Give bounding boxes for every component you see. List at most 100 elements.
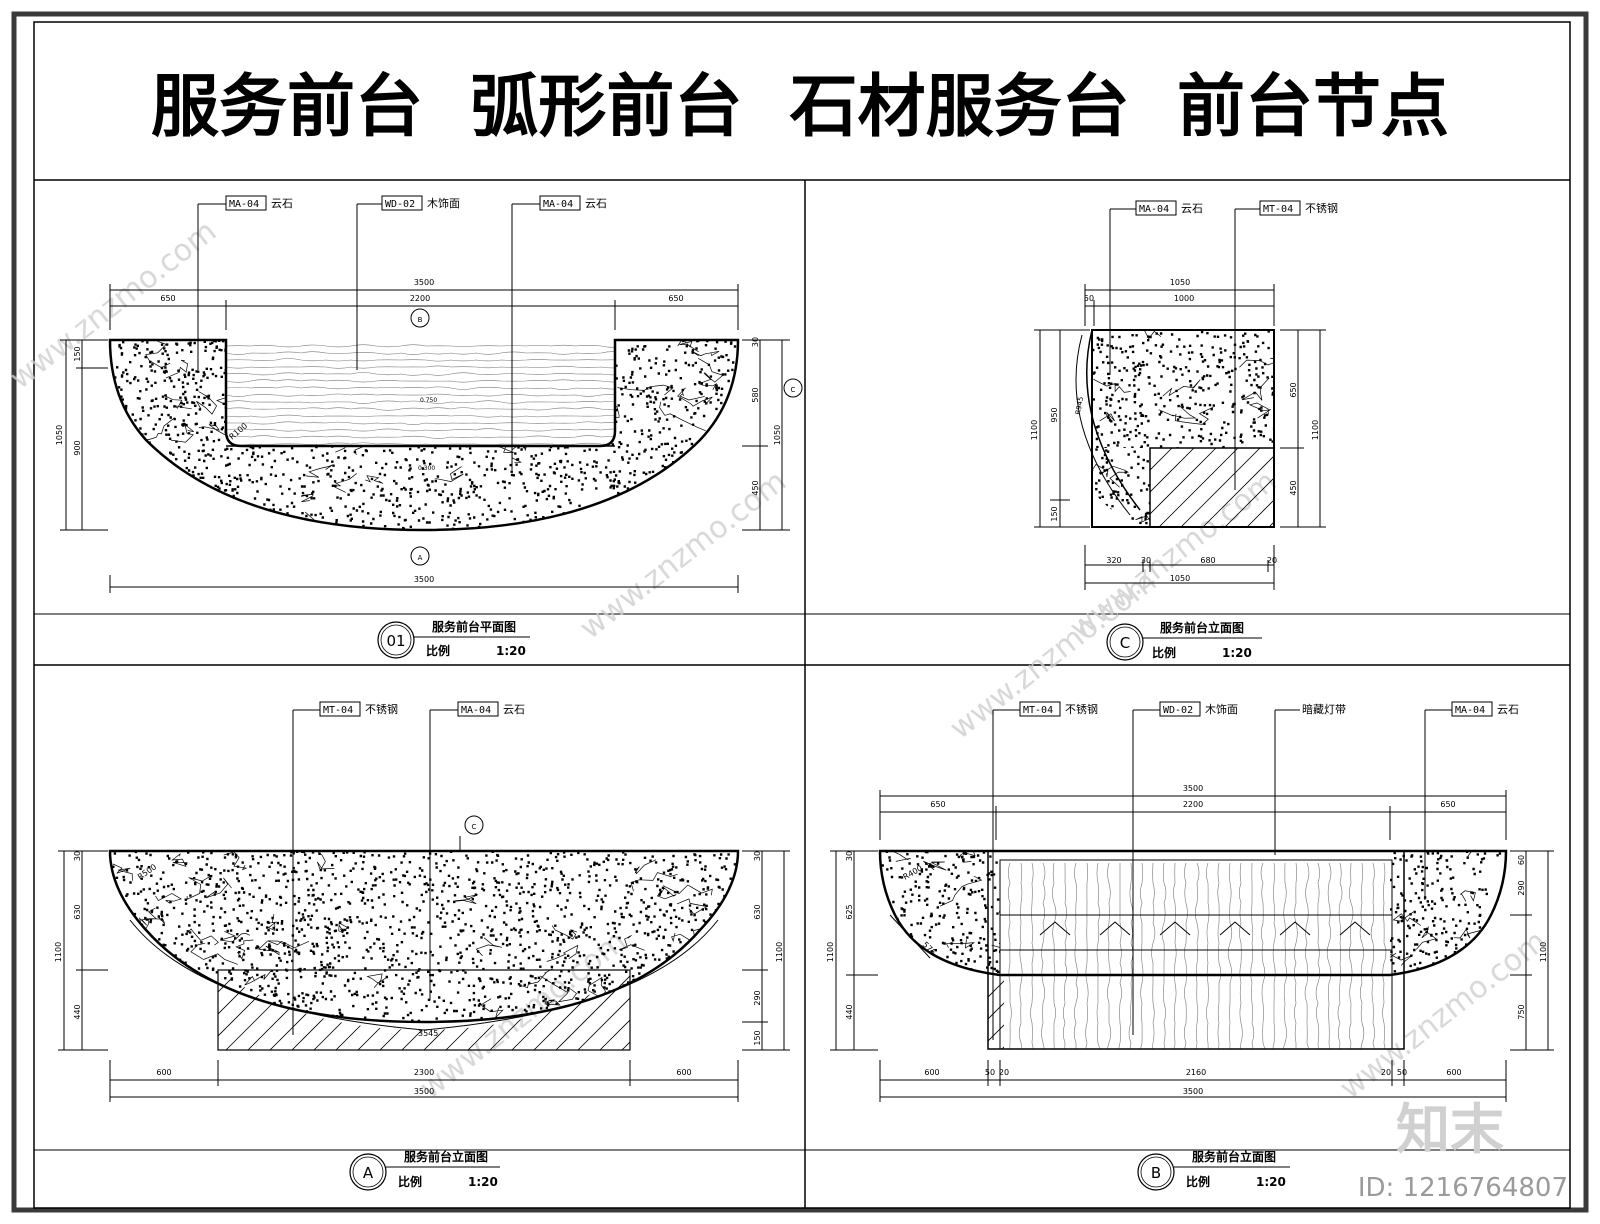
dim-text: 600	[924, 1068, 939, 1077]
material-code: MA-04	[1139, 204, 1169, 215]
dim-text: 600	[676, 1068, 691, 1077]
eleva-tag-2: MA-04 云石	[457, 701, 525, 717]
level-note: 0.750	[420, 397, 437, 404]
arc-length-note: 3545	[418, 1029, 438, 1038]
material-code: MT-04	[1263, 204, 1293, 215]
material-code: MA-04	[229, 199, 259, 210]
dim-text: 2160	[1186, 1068, 1206, 1077]
scale-value: 1:20	[1256, 1175, 1286, 1189]
plan-tag-2: WD-02 木饰面	[381, 195, 460, 211]
scale-label: 比例	[1186, 1174, 1210, 1189]
dim-text: 625	[845, 904, 854, 919]
dim-text: 20	[999, 1068, 1009, 1077]
dim-text: 680	[1200, 556, 1215, 565]
dim-text: 50	[1084, 294, 1094, 303]
scale-label: 比例	[1152, 645, 1176, 660]
radius-note: R500	[136, 862, 158, 881]
material-name: 云石	[1181, 202, 1203, 215]
dim-text: 30	[751, 337, 760, 347]
dim-text: 650	[1440, 800, 1455, 809]
eleva-labels: MT-04 不锈钢 MA-04 云石 600 2300 600 3500 30 …	[54, 701, 784, 1096]
material-code: MT-04	[323, 705, 353, 716]
material-code: MT-04	[1023, 705, 1053, 716]
drawing-name: 服务前台立面图	[1192, 1149, 1276, 1164]
scale-label: 比例	[398, 1174, 422, 1189]
material-name: 云石	[1497, 703, 1519, 716]
elevb-drawing-label: B 服务前台立面图 比例 1:20	[1137, 1149, 1290, 1191]
elevb-tag-1: MT-04 不锈钢	[1019, 701, 1098, 717]
stone-speckle	[110, 851, 738, 1022]
sheet-title: 服务前台 弧形前台 石材服务台 前台节点	[151, 68, 1449, 147]
drawing-number: A	[363, 1164, 374, 1182]
dim-text: 650	[1289, 382, 1298, 397]
stone-vein	[1390, 851, 1494, 966]
radius-note: R945	[1074, 396, 1085, 415]
dim-text: 580	[751, 387, 760, 402]
dim-text: 650	[930, 800, 945, 809]
material-name: 木饰面	[427, 196, 460, 210]
dim-text: 950	[1050, 407, 1059, 422]
dim-text: 450	[1289, 480, 1298, 495]
plan-tag-1: MA-04 云石	[225, 195, 293, 211]
dim-text: 1050	[773, 425, 782, 445]
wood-grain	[226, 344, 615, 446]
dim-text: 1050	[1170, 278, 1190, 287]
drawing-name: 服务前台平面图	[432, 619, 516, 634]
stone-vein	[886, 851, 1000, 951]
material-name: 云石	[503, 703, 525, 716]
material-name: 云石	[585, 197, 607, 210]
dim-text: 2200	[1183, 800, 1203, 809]
stone-speckle	[1095, 448, 1150, 527]
dim-text: 50	[985, 1068, 995, 1077]
wood-grain	[1007, 863, 1387, 1049]
plan-stone-fill	[110, 340, 738, 530]
elevc-labels: MA-04 云石 MT-04 不锈钢 1050 50 1000 320 30 6…	[1030, 200, 1338, 583]
dim-text: 2300	[414, 1068, 434, 1077]
section-mark: B	[418, 316, 423, 324]
material-name: 不锈钢	[1305, 202, 1338, 215]
material-code: WD-02	[385, 199, 415, 210]
watermark-text: www.znzmo.com	[943, 564, 1163, 746]
elevb-panel	[830, 709, 1554, 1102]
dim-text: 600	[156, 1068, 171, 1077]
drawing-number: 01	[386, 632, 405, 650]
radius-note: R100	[228, 421, 250, 441]
steel-hatch	[988, 975, 1004, 1049]
scale-value: 1:20	[496, 644, 526, 658]
image-id-text: ID: 1216764807	[1358, 1173, 1568, 1203]
material-code: WD-02	[1163, 705, 1193, 716]
level-note: 0.300	[418, 465, 435, 472]
dim-text: 3500	[1183, 1087, 1203, 1096]
brand-logo-text: 知末	[1396, 1098, 1504, 1161]
dim-text: 1100	[775, 942, 784, 962]
dim-text: 900	[73, 440, 82, 455]
drawing-number: B	[1151, 1164, 1161, 1182]
dim-text: 3500	[414, 575, 434, 584]
elevc-tag-2: MT-04 不锈钢	[1259, 200, 1338, 216]
dim-text: 1100	[1539, 942, 1548, 962]
dim-text: 3500	[414, 1087, 434, 1096]
drawing-name: 服务前台立面图	[404, 1149, 488, 1164]
dim-text: 630	[73, 904, 82, 919]
dim-text: 1050	[55, 425, 64, 445]
dim-text: 30	[1141, 556, 1151, 565]
dim-text: 290	[753, 990, 762, 1005]
plan-drawing-label: 01 服务前台平面图 比例 1:20	[377, 619, 530, 659]
eleva-panel	[58, 709, 790, 1102]
section-mark: C	[472, 823, 477, 831]
eleva-drawing-label: A 服务前台立面图 比例 1:20	[349, 1149, 500, 1191]
material-code: MA-04	[461, 705, 491, 716]
dim-text: 650	[160, 294, 175, 303]
elevb-tag-4: MA-04 云石	[1451, 701, 1519, 717]
dim-text: 630	[753, 904, 762, 919]
dim-text: 60	[1517, 855, 1526, 865]
dim-text: 3500	[414, 278, 434, 287]
dim-text: 30	[845, 851, 854, 861]
plan-tag-3: MA-04 云石	[539, 195, 607, 211]
material-name: 木饰面	[1205, 702, 1238, 716]
dim-text: 440	[845, 1004, 854, 1019]
scale-label: 比例	[426, 643, 450, 658]
drawing-number: C	[1120, 634, 1130, 652]
material-name: 不锈钢	[365, 703, 398, 716]
